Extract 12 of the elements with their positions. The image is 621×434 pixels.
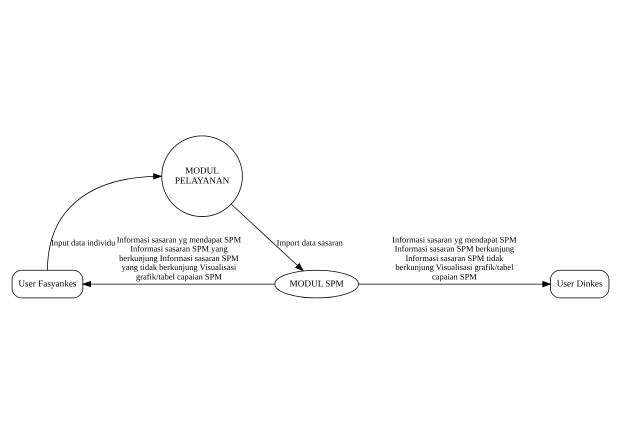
arrow (230, 204, 304, 272)
edge-label: Input data individu (51, 237, 116, 248)
arrow (47, 173, 162, 271)
node-box: User Fasyankes (12, 270, 84, 298)
edge-label: Import data sasaran (276, 237, 343, 248)
arrow (358, 280, 552, 288)
node-circle: MODUL PELAYANAN (161, 136, 243, 217)
arrow (82, 280, 276, 288)
node-ellipse: MODUL SPM (274, 270, 359, 298)
edge-label: Informasi sasaran yg mendapat SPM Informasi sasaran SPM berkunjung Informasi sasaran SPM tidak berkunjung Visualisasi grafik/tabel capaian SPM (392, 234, 517, 282)
edge-label: Informasi sasaran yg mendapat SPM Informasi sasaran SPM yang berkunjung Informasi sasaran SPM yang tidak berkunjung Visualisasi grafik/tabel capaian SPM (116, 234, 242, 282)
node-box: User Dinkes (550, 270, 610, 298)
